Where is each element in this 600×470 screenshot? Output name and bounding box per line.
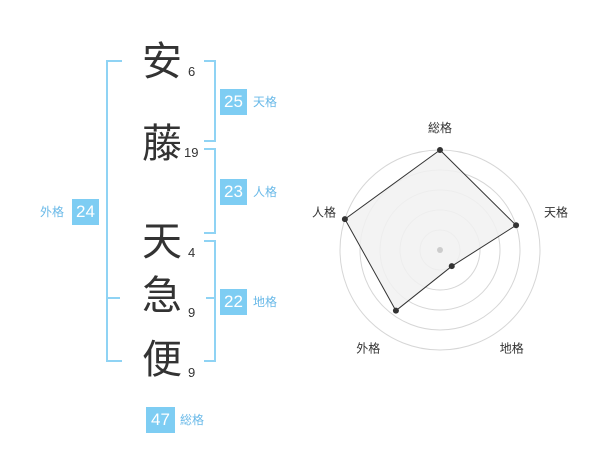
outer-bracket bbox=[106, 60, 122, 362]
stroke-count-5: 9 bbox=[188, 365, 196, 380]
radar-chart: 総格 天格 地格 外格 人格 bbox=[312, 120, 568, 356]
tenkaku-label: 天格 bbox=[253, 95, 278, 109]
chikaku-bracket-mid-tick bbox=[206, 297, 214, 299]
tenkaku-badge: 25 bbox=[220, 89, 247, 115]
jinkaku-label: 人格 bbox=[253, 185, 278, 199]
radar-points bbox=[341, 147, 520, 314]
chikaku-badge: 22 bbox=[220, 289, 247, 315]
axis-label-chikaku: 地格 bbox=[500, 341, 524, 356]
name-char-4: 急 bbox=[142, 273, 182, 319]
axis-label-soukaku: 総格 bbox=[428, 120, 452, 135]
name-char-5: 便 bbox=[142, 337, 182, 383]
gaikaku-label: 外格 bbox=[40, 205, 65, 219]
radar-point bbox=[513, 222, 520, 229]
gaikaku-badge: 24 bbox=[72, 199, 99, 225]
chikaku-bracket bbox=[204, 240, 216, 362]
stroke-count-4: 9 bbox=[188, 305, 196, 320]
stroke-count-3: 4 bbox=[188, 245, 196, 260]
outer-bracket-mid-tick bbox=[106, 297, 120, 299]
soukaku-badge: 47 bbox=[146, 407, 175, 433]
jinkaku-bracket bbox=[204, 148, 216, 234]
axis-label-tenkaku: 天格 bbox=[544, 204, 568, 219]
radar-point bbox=[437, 147, 443, 153]
radar-center-dot bbox=[437, 247, 443, 253]
jinkaku-badge: 23 bbox=[220, 179, 247, 205]
name-char-2: 藤 bbox=[142, 121, 182, 167]
name-char-3: 天 bbox=[142, 219, 182, 265]
axis-label-gaikaku: 外格 bbox=[356, 341, 380, 356]
stroke-count-1: 6 bbox=[188, 64, 196, 79]
stroke-count-2: 19 bbox=[184, 145, 199, 160]
name-char-1: 安 bbox=[142, 39, 182, 85]
radar-point bbox=[448, 263, 455, 270]
tenkaku-bracket bbox=[204, 60, 216, 142]
radar-point bbox=[341, 216, 348, 223]
axis-label-jinkaku: 人格 bbox=[312, 204, 336, 219]
radar-polygon bbox=[344, 149, 517, 312]
chikaku-label: 地格 bbox=[253, 295, 278, 309]
radar-point bbox=[392, 307, 399, 314]
soukaku-label: 総格 bbox=[180, 413, 205, 427]
